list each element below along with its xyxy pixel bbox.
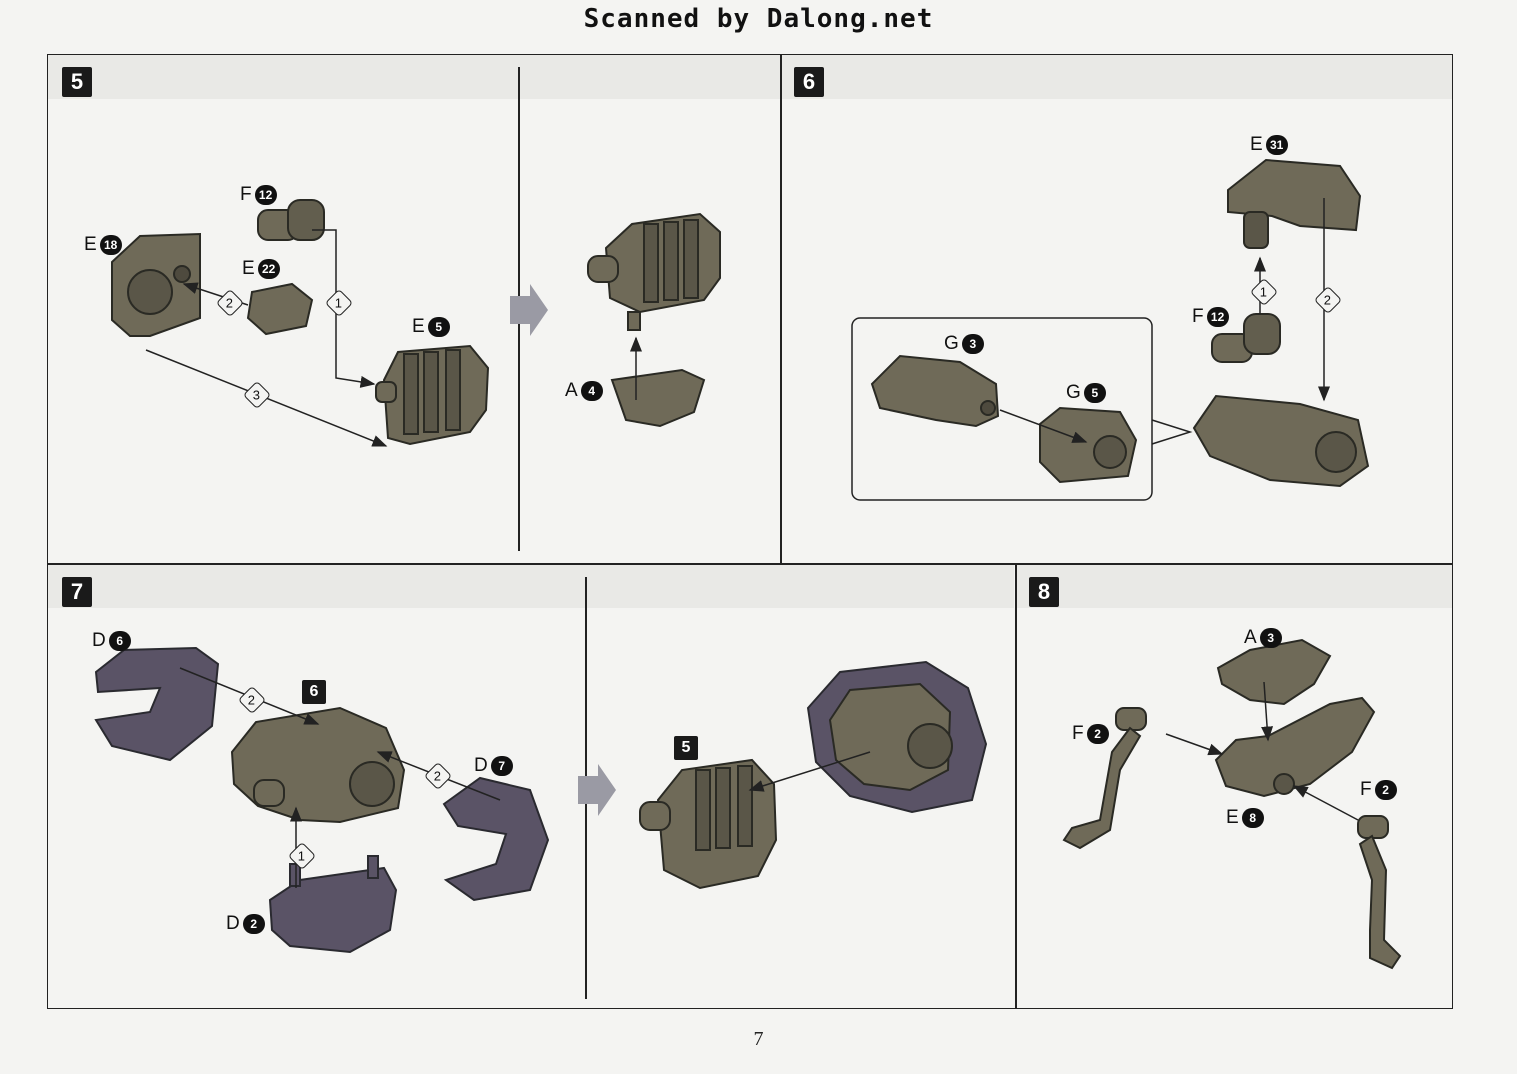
step-6-band: [781, 55, 1452, 99]
divider-5-6: [780, 55, 782, 563]
seq-number: 1: [335, 295, 343, 311]
step-8-band: [1016, 564, 1452, 608]
divider-row: [48, 563, 1452, 565]
seq-number: 1: [1260, 284, 1268, 300]
seq-number: 3: [253, 387, 261, 403]
scan-watermark: Scanned by Dalong.net: [583, 4, 934, 34]
divider-7-8: [1015, 563, 1017, 1009]
seq-number: 2: [1324, 292, 1332, 308]
seq-number: 2: [226, 295, 234, 311]
step-5-badge: 5: [62, 67, 92, 97]
seq-number: 2: [434, 768, 442, 784]
page-number: 7: [753, 1028, 764, 1050]
step-8-badge: 8: [1029, 577, 1059, 607]
substep-divider-7: [585, 577, 587, 999]
substep-divider-5: [518, 67, 520, 551]
instruction-frame: 5 6 7 8: [47, 54, 1453, 1009]
step-7-band: [48, 564, 1014, 608]
seq-number: 2: [248, 692, 256, 708]
ref-badge-5: 5: [674, 736, 698, 760]
ref-badge-6: 6: [302, 680, 326, 704]
step-6-badge: 6: [794, 67, 824, 97]
step-5-band: [48, 55, 780, 99]
seq-number: 1: [298, 848, 306, 864]
step-7-badge: 7: [62, 577, 92, 607]
